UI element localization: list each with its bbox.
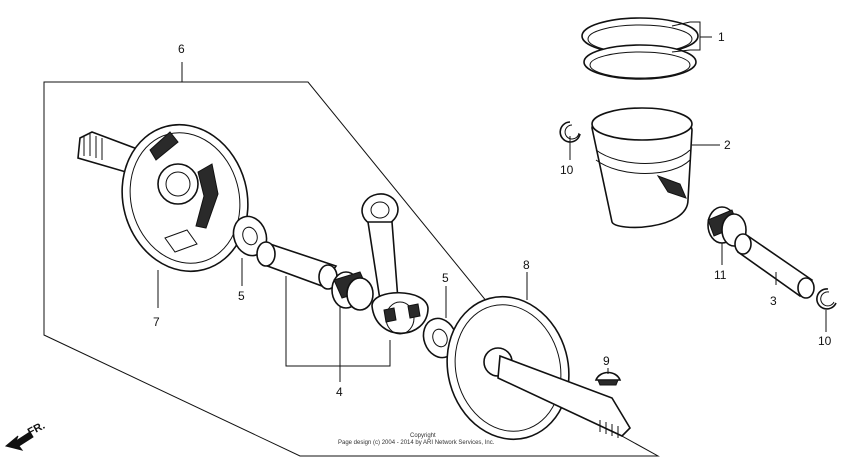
callout-5-right: 5 (442, 271, 449, 285)
big-end-bearing (331, 271, 374, 311)
circlip-upper (559, 121, 581, 160)
leader-crank-pin-group (285, 276, 391, 382)
connecting-rod (361, 193, 429, 335)
assembly-outline (43, 81, 660, 457)
left-crank-half (77, 123, 249, 308)
callout-6: 6 (178, 42, 185, 56)
callout-5-left: 5 (238, 289, 245, 303)
copyright-line-1: Copyright (410, 433, 436, 439)
callout-3: 3 (770, 294, 777, 308)
callout-4: 4 (336, 385, 343, 399)
copyright-line-2: Page design (c) 2004 - 2014 by ARI Netwo… (338, 440, 495, 446)
woodruff-key (594, 368, 622, 386)
callout-1: 1 (718, 30, 725, 44)
callout-10-lower: 10 (818, 334, 832, 348)
circlip-lower (816, 288, 837, 332)
callout-11: 11 (714, 268, 727, 282)
callout-9: 9 (603, 354, 610, 368)
piston-pin (734, 233, 815, 299)
piston (591, 107, 720, 229)
callout-8: 8 (523, 258, 530, 272)
piston-rings (581, 17, 712, 80)
right-crank-half (446, 272, 632, 441)
callout-10-upper: 10 (560, 163, 574, 177)
callout-7: 7 (153, 315, 160, 329)
crank-pin (256, 241, 338, 290)
callout-2: 2 (724, 138, 731, 152)
front-direction-label: FR. (26, 420, 47, 439)
front-direction-arrow-icon (4, 431, 34, 451)
